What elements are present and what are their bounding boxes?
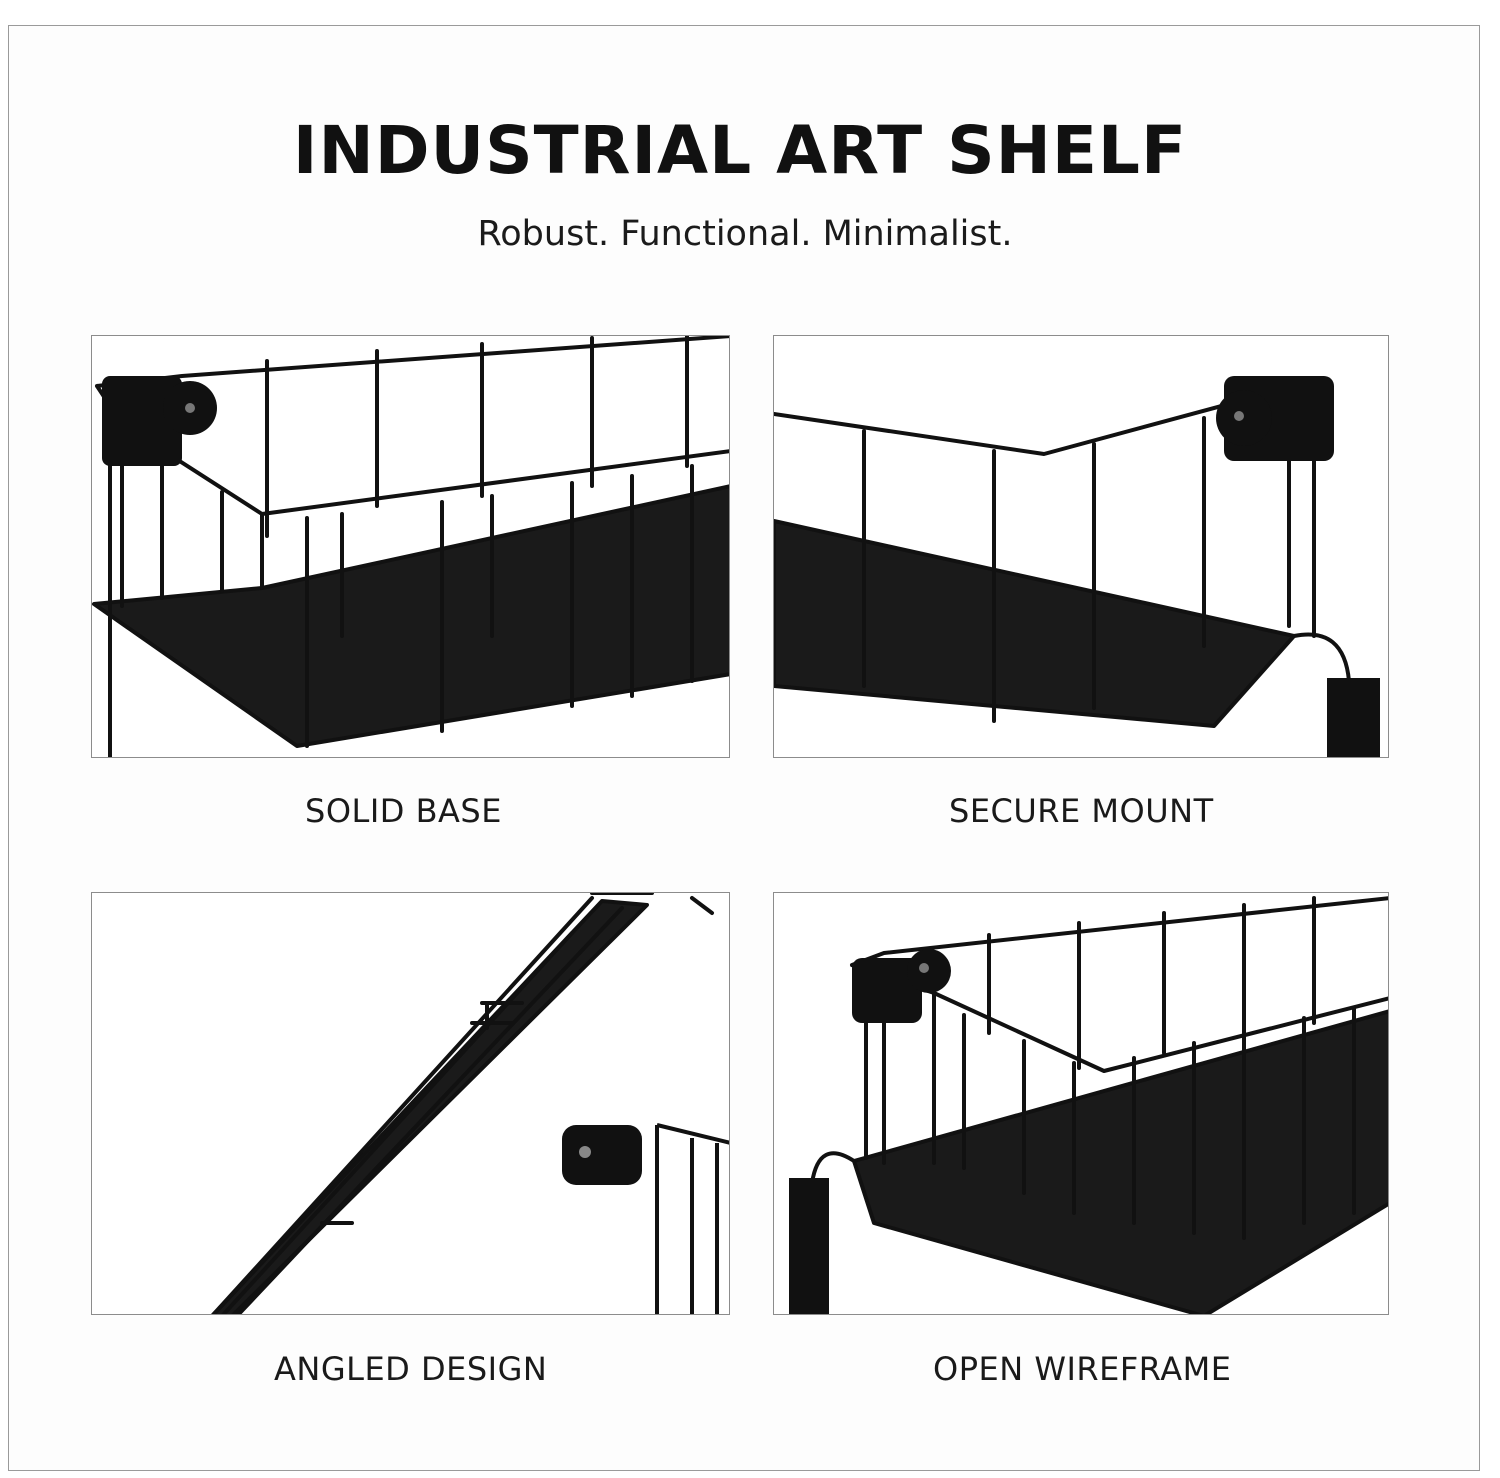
feature-image-angled-design [91,892,730,1315]
page-title: INDUSTRIAL ART SHELF [292,112,1188,189]
feature-label-angled-design: ANGLED DESIGN [274,1350,548,1388]
feature-image-open-wireframe [773,892,1389,1315]
feature-image-solid-base [91,335,730,758]
wire-shelf-side-view-icon [774,376,1380,757]
page-subtitle: Robust. Functional. Minimalist. [477,214,1013,254]
feature-image-secure-mount [773,335,1389,758]
wire-shelf-profile-view-icon [211,893,729,1314]
feature-label-secure-mount: SECURE MOUNT [949,792,1214,830]
feature-label-solid-base: SOLID BASE [305,792,502,830]
feature-label-open-wireframe: OPEN WIREFRAME [933,1350,1232,1388]
wire-shelf-corner-view-icon [789,896,1388,1314]
wire-shelf-front-view-icon [92,336,729,757]
